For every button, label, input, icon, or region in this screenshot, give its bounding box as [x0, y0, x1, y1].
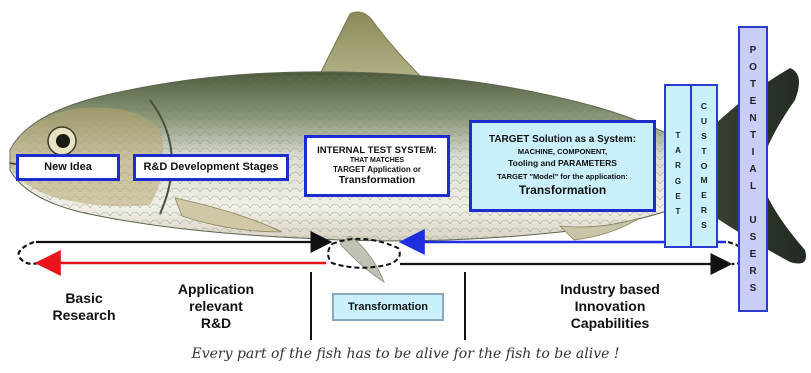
- target-solution-line1: TARGET Solution as a System:: [489, 134, 636, 146]
- caption: Every part of the fish has to be alive f…: [0, 346, 811, 362]
- internal-test-line4: Transformation: [339, 174, 415, 186]
- basic-research-label: Basic Research: [34, 290, 134, 324]
- potential-users-letter: T: [750, 76, 756, 93]
- potential-users-letter: [752, 195, 755, 212]
- potential-users-letter: N: [749, 110, 756, 127]
- target-solution-line2: MACHINE, COMPONENT,: [518, 148, 607, 157]
- potential-users-letter: L: [750, 178, 756, 195]
- target-solution-line4: TARGET "Model" for the application:: [497, 173, 628, 182]
- target-letter: E: [675, 189, 680, 204]
- potential-users-letter: O: [749, 59, 757, 76]
- target-letter: G: [675, 174, 681, 189]
- potential-users-letter: T: [750, 127, 756, 144]
- potential-users-letter: E: [750, 246, 757, 263]
- customers-letter: T: [701, 144, 706, 159]
- potential-users-letter: P: [750, 42, 757, 59]
- potential-users-letter: S: [750, 229, 757, 246]
- target-column: TARGET: [664, 84, 692, 248]
- target-letter: A: [675, 143, 681, 158]
- industry-label: Industry based Innovation Capabilities: [530, 281, 690, 331]
- target-letter: T: [676, 128, 681, 143]
- target-letters: TARGET: [675, 128, 681, 219]
- target-solution-box: TARGET Solution as a System: MACHINE, CO…: [469, 120, 656, 212]
- customers-letter: C: [701, 99, 707, 114]
- left-loop-arrow: [19, 242, 38, 264]
- internal-test-line3: TARGET Application or: [333, 165, 421, 174]
- transformation-box: Transformation: [332, 293, 444, 321]
- customers-letter: M: [700, 173, 707, 188]
- target-letter: R: [675, 158, 681, 173]
- customers-letter: R: [701, 203, 707, 218]
- application-rd-label: Application relevant R&D: [156, 281, 276, 331]
- customers-letter: O: [701, 159, 708, 174]
- target-letter: T: [676, 204, 681, 219]
- potential-users-letter: I: [752, 144, 755, 161]
- potential-users-letter: R: [749, 263, 756, 280]
- internal-test-line2: THAT MATCHES: [350, 157, 404, 165]
- customers-letter: S: [701, 129, 707, 144]
- potential-users-letter: A: [749, 161, 756, 178]
- potential-users-letters: POTENTIAL USERS: [749, 42, 757, 297]
- customers-letter: S: [701, 218, 707, 233]
- customers-letter: U: [701, 114, 707, 129]
- new-idea-box: New Idea: [16, 154, 120, 181]
- potential-users-column: POTENTIAL USERS: [738, 26, 768, 312]
- new-idea-label: New Idea: [44, 161, 92, 174]
- internal-test-box: INTERNAL TEST SYSTEM: THAT MATCHES TARGE…: [304, 135, 450, 197]
- target-solution-line5: Transformation: [519, 184, 606, 198]
- customers-letter: E: [701, 188, 707, 203]
- transformation-label: Transformation: [348, 301, 428, 314]
- potential-users-letter: U: [749, 212, 756, 229]
- internal-test-line1: INTERNAL TEST SYSTEM:: [317, 146, 437, 157]
- customers-letters: CUSTOMERS: [700, 99, 707, 233]
- transformation-loop-arrow: [328, 239, 400, 268]
- target-solution-line3: Tooling and PARAMETERS: [508, 159, 617, 169]
- rd-stages-box: R&D Development Stages: [133, 154, 289, 181]
- potential-users-letter: E: [750, 93, 757, 110]
- potential-users-letter: S: [750, 280, 757, 297]
- rd-stages-label: R&D Development Stages: [143, 161, 278, 174]
- customers-column: CUSTOMERS: [692, 84, 718, 248]
